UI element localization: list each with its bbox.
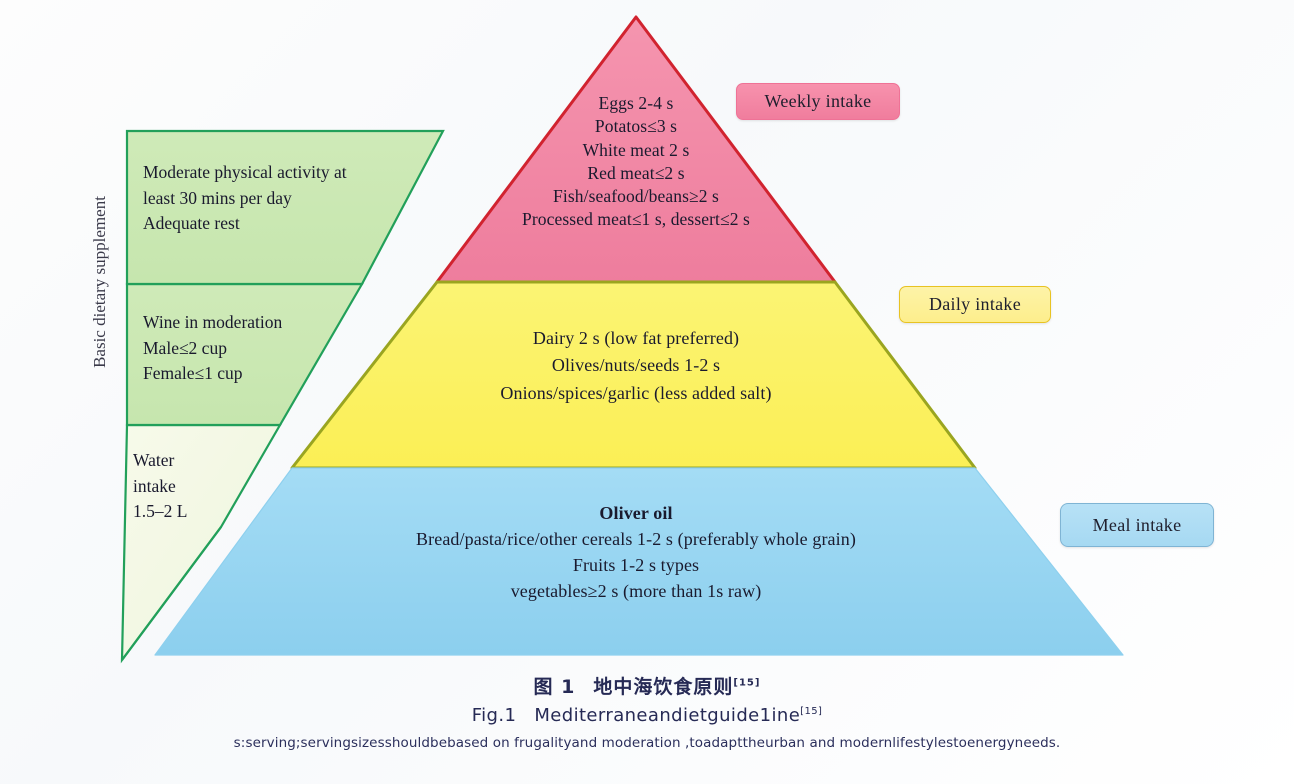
badge-meal-intake: Meal intake [1060, 503, 1214, 547]
tier-daily-line-1: Dairy 2 s (low fat preferred) [532, 328, 740, 348]
supplement-wine-line-2: Male≤2 cup [143, 337, 227, 358]
tier-meal-line-4: vegetables≥2 s (more than 1s raw) [510, 581, 762, 602]
tier-meal-line-1: Oliver oil [599, 503, 673, 523]
tier-weekly-line-4: Red meat≤2 s [587, 162, 685, 183]
caption-cn-title: 地中海饮食原则 [593, 676, 734, 698]
caption-chinese: 图 1 地中海饮食原则[15] [0, 672, 1294, 699]
tier-weekly-line-1: Eggs 2-4 s [598, 93, 674, 113]
supplement-water-line-2: intake [133, 475, 176, 496]
supplement-activity-line-2: least 30 mins per day [143, 187, 292, 208]
tier-weekly-text: Eggs 2-4 s Potatos≤3 s White meat 2 s Re… [380, 92, 892, 232]
supplement-wine-line-3: Female≤1 cup [143, 363, 243, 384]
caption-cn-prefix: 图 1 [533, 676, 576, 698]
caption-en-ref: [15] [800, 706, 823, 717]
supplement-activity-line-1: Moderate physical activity at [143, 162, 347, 182]
supplement-hypotenuse [121, 526, 222, 661]
supplement-wine-text: Wine in moderation Male≤2 cup Female≤1 c… [143, 310, 393, 387]
tier-daily-text: Dairy 2 s (low fat preferred) Olives/nut… [330, 325, 942, 407]
supplement-activity-text: Moderate physical activity at least 30 m… [143, 160, 433, 237]
tier-daily-line-3: Onions/spices/garlic (less added salt) [500, 382, 772, 403]
tier-meal-text: Oliver oil Bread/pasta/rice/other cereal… [290, 500, 982, 604]
supplement-water-line-1: Water [133, 450, 175, 470]
caption-cn-ref: [15] [733, 677, 761, 689]
supplement-water-line-3: 1.5–2 L [133, 501, 188, 522]
tier-meal-line-2: Bread/pasta/rice/other cereals 1-2 s (pr… [416, 529, 856, 550]
tier-weekly-line-6: Processed meat≤1 s, dessert≤2 s [522, 209, 750, 230]
badge-daily-intake: Daily intake [899, 286, 1051, 323]
food-pyramid [154, 15, 1124, 656]
tier-daily-line-2: Olives/nuts/seeds 1-2 s [551, 355, 721, 376]
tier-weekly-line-3: White meat 2 s [582, 139, 690, 160]
axis-label-basic-dietary-supplement: Basic dietary supplement [90, 196, 109, 368]
tier-meal-line-3: Fruits 1-2 s types [572, 555, 700, 576]
supplement-activity-line-3: Adequate rest [143, 213, 240, 234]
caption-en-prefix: Fig.1 [471, 705, 517, 726]
tier-meal-shape [154, 467, 1124, 656]
tier-weekly-line-5: Fish/seafood/beans≥2 s [553, 186, 719, 207]
caption-en-title: Mediterraneandietguide1ine [534, 705, 801, 726]
supplement-activity-band [125, 129, 445, 286]
tier-weekly-line-2: Potatos≤3 s [594, 116, 678, 137]
caption-note: s:serving;servingsizesshouldbebased on f… [233, 735, 1061, 751]
supplement-triangle [120, 129, 445, 664]
caption-english: Fig.1 Mediterraneandietguide1ine[15] [0, 705, 1294, 726]
badge-weekly-intake: Weekly intake [736, 83, 900, 120]
supplement-wine-line-1: Wine in moderation [143, 312, 283, 332]
supplement-water-text: Water intake 1.5–2 L [133, 448, 273, 525]
